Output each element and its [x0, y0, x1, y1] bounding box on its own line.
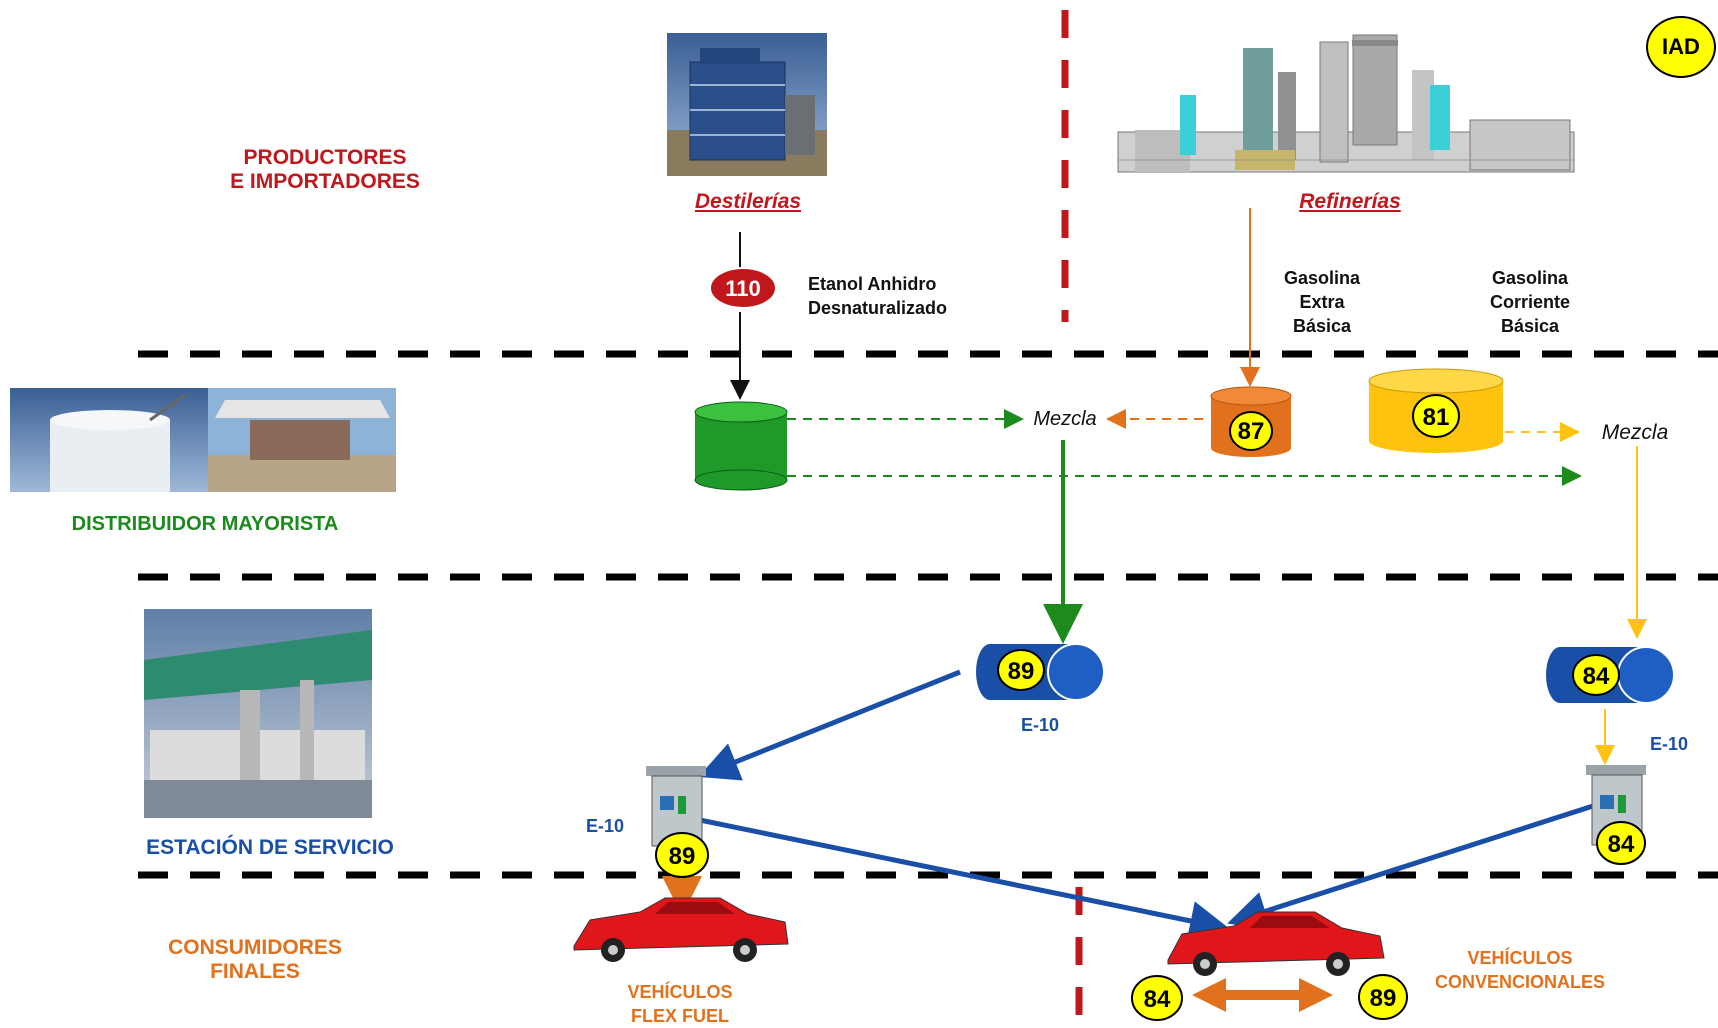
mezcla-right-label: Mezcla: [1601, 421, 1669, 444]
code-84-conv-badge: [1131, 975, 1183, 1021]
e10-pump-left-label: E-10: [585, 816, 625, 836]
code-89-pump-badge: [655, 832, 709, 878]
flow-e10-tank-to-pump: [698, 669, 961, 781]
flex-fuel-car: [573, 897, 789, 962]
code-87-badge: [1229, 411, 1273, 451]
etanol-label: Etanol Anhidro Desnaturalizado: [808, 274, 948, 318]
gasolina-extra-label: Gasolina Extra Básica: [1283, 268, 1361, 336]
refinerias-link: Refinerías: [1299, 190, 1401, 213]
code-110-badge: [709, 267, 777, 309]
vehiculos-flex-label: VEHÍCULOS FLEX FUEL: [627, 982, 733, 1026]
e10-tank-left-label: E-10: [1020, 715, 1060, 735]
ethanol-tank: [694, 401, 788, 491]
fuel-choice-arrow: [1192, 978, 1333, 1012]
mezcla-left-label: Mezcla: [1033, 408, 1097, 430]
vehiculos-convencionales-label: VEHÍCULOS CONVENCIONALES: [1434, 948, 1605, 992]
destilerias-link: Destilerías: [694, 190, 802, 213]
code-81-badge: [1412, 394, 1460, 438]
code-87-text: 87: [1238, 418, 1265, 445]
flows: [662, 208, 1647, 941]
flow-pump-89-to-conv-car: [689, 815, 1230, 941]
code-84-pump-badge: [1596, 821, 1646, 865]
code-84-conv-text: 84: [1144, 986, 1171, 1013]
code-89-tank-text: 89: [1008, 658, 1035, 685]
extra-tank: [1210, 386, 1292, 457]
e10-tank-right-label: E-10: [1649, 734, 1689, 754]
refinery-drawing: [1117, 34, 1575, 173]
section-productores: PRODUCTORES E IMPORTADORES: [230, 146, 420, 193]
code-110-text: 110: [725, 276, 761, 301]
code-89-conv-text: 89: [1370, 985, 1397, 1012]
flow-pump-84-to-conv-car: [1227, 803, 1594, 931]
section-estacion: ESTACIÓN DE SERVICIO: [146, 836, 394, 859]
code-84-tank-badge: [1572, 654, 1620, 696]
section-dividers: [138, 350, 1718, 879]
iad-label: IAD: [1662, 34, 1700, 59]
gasolina-corriente-label: Gasolina Corriente Básica: [1489, 268, 1570, 336]
loading-rack-photo: [208, 388, 396, 492]
code-84-tank-text: 84: [1583, 663, 1610, 690]
iad-badge: IAD: [1646, 16, 1716, 78]
section-consumidores: CONSUMIDORES FINALES: [168, 936, 342, 983]
conventional-car: [1167, 911, 1385, 976]
storage-terminal-photo: [10, 388, 208, 492]
code-81-text: 81: [1423, 404, 1450, 431]
distillery-photo: [667, 33, 827, 176]
section-distribuidor: DISTRIBUIDOR MAYORISTA: [71, 513, 339, 535]
gas-station-photo: [144, 609, 372, 818]
code-89-pump-text: 89: [669, 843, 696, 870]
code-84-pump-text: 84: [1608, 831, 1635, 858]
code-89-conv-badge: [1358, 974, 1408, 1020]
code-89-tank-badge: [997, 649, 1045, 691]
